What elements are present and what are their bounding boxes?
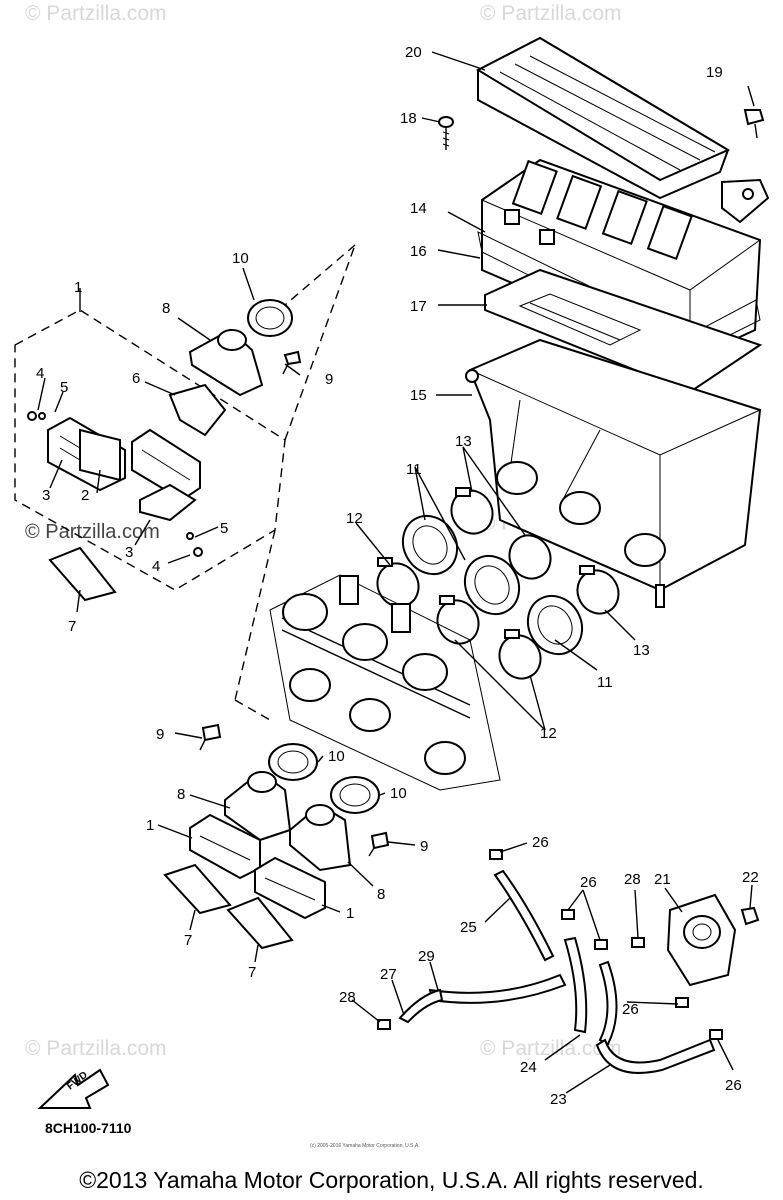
hose-25-part [493, 869, 555, 962]
callout-1b[interactable]: 1 [146, 817, 154, 834]
callout-1c[interactable]: 1 [346, 905, 354, 922]
callout-21[interactable]: 21 [654, 871, 671, 888]
callout-28b[interactable]: 28 [339, 989, 356, 1006]
callout-19[interactable]: 19 [706, 64, 723, 81]
callout-15[interactable]: 15 [410, 387, 427, 404]
callout-14[interactable]: 14 [410, 200, 427, 217]
watermark-bottom-right: © Partzilla.com [480, 1037, 622, 1060]
copyright-footer: ©2013 Yamaha Motor Corporation, U.S.A. A… [79, 1167, 704, 1193]
callout-1a[interactable]: 1 [74, 279, 82, 296]
callout-29[interactable]: 29 [418, 948, 435, 965]
callout-26d[interactable]: 26 [725, 1077, 742, 1094]
air-box-upper-case-part [481, 158, 770, 362]
leader-lines [37, 51, 755, 1094]
clamp-12-part [376, 557, 542, 680]
callout-25[interactable]: 25 [460, 919, 477, 936]
callout-2[interactable]: 2 [81, 487, 89, 504]
callout-7b[interactable]: 7 [184, 932, 192, 949]
watermark-bottom-left: © Partzilla.com [25, 1037, 167, 1060]
hose-23-part [595, 1038, 716, 1074]
callout-28a[interactable]: 28 [624, 871, 641, 888]
callout-17[interactable]: 17 [410, 298, 427, 315]
callout-12b[interactable]: 12 [540, 725, 557, 742]
callout-11b[interactable]: 11 [597, 674, 613, 691]
inner-copyright: (c) 2005-2016 Yamaha Motor Corporation, … [310, 1143, 420, 1149]
callout-26c[interactable]: 26 [622, 1001, 639, 1018]
carburetor-bodies [282, 575, 466, 775]
carburetor-joint-part [401, 514, 584, 656]
callout-24[interactable]: 24 [520, 1059, 537, 1076]
callout-18[interactable]: 18 [400, 110, 417, 127]
clamp-13-part [450, 487, 620, 615]
callout-20[interactable]: 20 [405, 44, 422, 61]
callout-27[interactable]: 27 [380, 966, 397, 983]
callout-10b[interactable]: 10 [328, 748, 345, 765]
hose-29-part [428, 973, 567, 1004]
callout-26b[interactable]: 26 [580, 874, 597, 891]
fuel-pump-group [377, 849, 760, 1074]
callout-6[interactable]: 6 [132, 370, 140, 387]
callout-8b[interactable]: 8 [177, 786, 185, 803]
nut-22-part [740, 906, 760, 926]
watermark-top-right: © Partzilla.com [480, 2, 622, 25]
forward-arrow-icon: FWD [37, 1068, 110, 1109]
air-filter-element-part [484, 268, 763, 394]
bolt-18-part [438, 116, 454, 150]
callout-7a[interactable]: 7 [68, 618, 76, 635]
callout-7c[interactable]: 7 [248, 964, 256, 981]
callout-4b[interactable]: 4 [152, 558, 160, 575]
reed-valve-kit-box [14, 244, 356, 721]
callout-10a[interactable]: 10 [232, 250, 249, 267]
diagram-code: 8CH100-7110 [45, 1120, 132, 1136]
callout-4a[interactable]: 4 [36, 365, 44, 382]
watermark-top-left: © Partzilla.com [25, 2, 167, 25]
callout-9c[interactable]: 9 [420, 838, 428, 855]
reed-valve-upper-parts [27, 299, 302, 602]
reed-valve-lower-parts [163, 723, 390, 950]
callout-9a[interactable]: 9 [325, 371, 333, 388]
callout-5a[interactable]: 5 [60, 379, 68, 396]
hose-27-part [398, 988, 444, 1024]
callout-10c[interactable]: 10 [390, 785, 407, 802]
callout-3b[interactable]: 3 [125, 544, 133, 561]
callout-9b[interactable]: 9 [156, 726, 164, 743]
callout-22[interactable]: 22 [742, 869, 759, 886]
callout-12a[interactable]: 12 [346, 510, 363, 527]
callout-8a[interactable]: 8 [162, 300, 170, 317]
air-box-cover-part [475, 36, 731, 200]
callout-13b[interactable]: 13 [633, 642, 650, 659]
callout-3a[interactable]: 3 [42, 487, 50, 504]
carburetor-assembly [269, 574, 501, 791]
callout-5b[interactable]: 5 [220, 520, 228, 537]
callout-numbers: 20 19 18 14 16 17 15 10 8 6 9 1 4 5 3 2 … [36, 44, 759, 1108]
callout-11a[interactable]: 11 [406, 461, 422, 478]
hose-24-part [563, 936, 588, 1034]
callout-26a[interactable]: 26 [532, 834, 549, 851]
fuel-pump-part [666, 893, 737, 987]
bolt-19-part [743, 109, 765, 139]
air-box-assembly [438, 36, 770, 608]
carb-joints-group [376, 487, 620, 680]
callout-8c[interactable]: 8 [377, 886, 385, 903]
air-box-lower-case-part [465, 338, 762, 608]
callout-13a[interactable]: 13 [455, 433, 472, 450]
callout-23[interactable]: 23 [550, 1091, 567, 1108]
watermark-mid-left: © Partzilla.com [25, 521, 160, 543]
callout-16[interactable]: 16 [410, 243, 427, 260]
